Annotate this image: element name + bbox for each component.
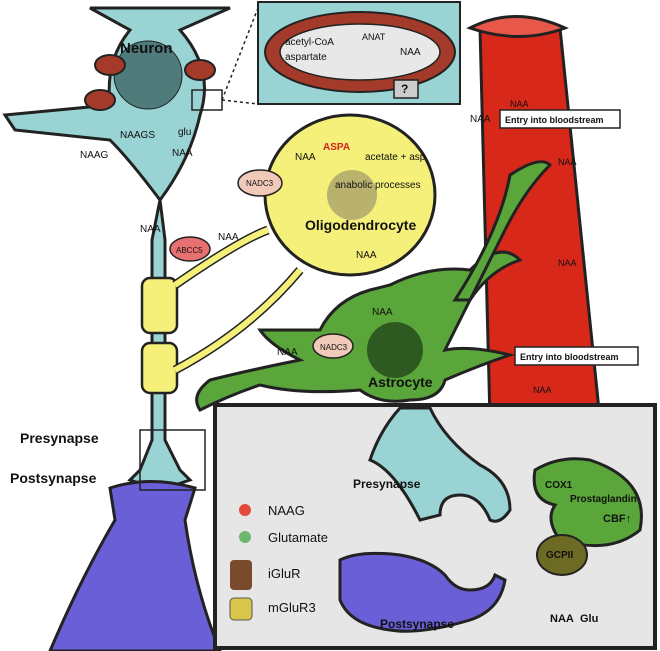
- cbf-text: CBF↑: [603, 513, 631, 525]
- oligo-naa-text: NAA: [295, 152, 316, 163]
- entry-boxes: [499, 109, 639, 366]
- vessel-naa-3: NAA: [558, 258, 577, 268]
- neuron-mitochondria: [84, 54, 223, 111]
- cox1-text: COX1: [545, 480, 573, 491]
- products-text: acetate + asp: [365, 152, 426, 163]
- naa-released-text: NAA: [218, 232, 239, 243]
- oligo-nadc3-text: NADC3: [246, 179, 274, 188]
- panel-presynapse-label: Presynapse: [353, 477, 421, 491]
- neuron-naa-text: NAA: [172, 148, 193, 159]
- mitochondria-zoom: [221, 1, 461, 105]
- glu-text: glu: [178, 127, 191, 138]
- naags-text: NAAGS: [120, 130, 155, 141]
- legend-mglur3: mGluR3: [268, 600, 316, 615]
- astrocyte: [195, 160, 553, 412]
- transporters: [169, 169, 354, 359]
- presynapse-label: Presynapse: [20, 430, 99, 446]
- astro-naa-in-text: NAA: [277, 347, 298, 358]
- postsynaptic-neuron: [48, 480, 222, 651]
- panel-postsynapse-label: Postsynapse: [380, 617, 454, 631]
- entry-label-bottom: Entry into bloodstream: [520, 352, 619, 362]
- oligo-naa-lower-text: NAA: [356, 250, 377, 261]
- legend-glutamate: Glutamate: [268, 530, 328, 545]
- astro-naa-body-text: NAA: [372, 307, 393, 318]
- unknown-text: ?: [401, 82, 408, 96]
- blood-vessel: [466, 15, 602, 435]
- naag-text: NAAG: [80, 150, 109, 161]
- abcc5-text: ABCC5: [176, 246, 203, 255]
- astrocyte-label: Astrocyte: [368, 374, 433, 390]
- synapse-zoom-frame: [139, 429, 206, 491]
- anat-text: ANAT: [362, 32, 386, 42]
- oligodendrocyte: [172, 113, 437, 374]
- postsynapse-label: Postsynapse: [10, 470, 97, 486]
- neuron-label: Neuron: [120, 40, 173, 57]
- panel-naa-text: NAA: [550, 613, 574, 625]
- myelin-sheaths: [140, 276, 179, 395]
- vessel-naa-2: NAA: [558, 157, 577, 167]
- legend-naag: NAAG: [268, 503, 305, 518]
- astro-nadc3-text: NADC3: [320, 343, 348, 352]
- entry-label-top: Entry into bloodstream: [505, 115, 604, 125]
- oligodendrocyte-label: Oligodendrocyte: [305, 217, 416, 233]
- anabolic-text: anabolic processes: [335, 180, 421, 191]
- vessel-naa-1: NAA: [510, 99, 529, 109]
- acetyl-coa-text: acetyl-CoA: [285, 37, 334, 48]
- blood-naa-text: NAA: [470, 114, 491, 125]
- vessel-naa-4: NAA: [533, 385, 552, 395]
- aspartate-text: aspartate: [285, 52, 327, 63]
- neuron-naa-lower-text: NAA: [140, 224, 161, 235]
- aspa-text: ASPA: [323, 142, 350, 153]
- legend-iglur: iGluR: [268, 566, 301, 581]
- gcpii-text: GCPII: [546, 550, 573, 561]
- prostaglandin-text: Prostaglandin: [570, 494, 637, 505]
- panel-glu-text: Glu: [580, 613, 598, 625]
- synapse-panel: [213, 403, 657, 650]
- mito-naa-text: NAA: [400, 47, 421, 58]
